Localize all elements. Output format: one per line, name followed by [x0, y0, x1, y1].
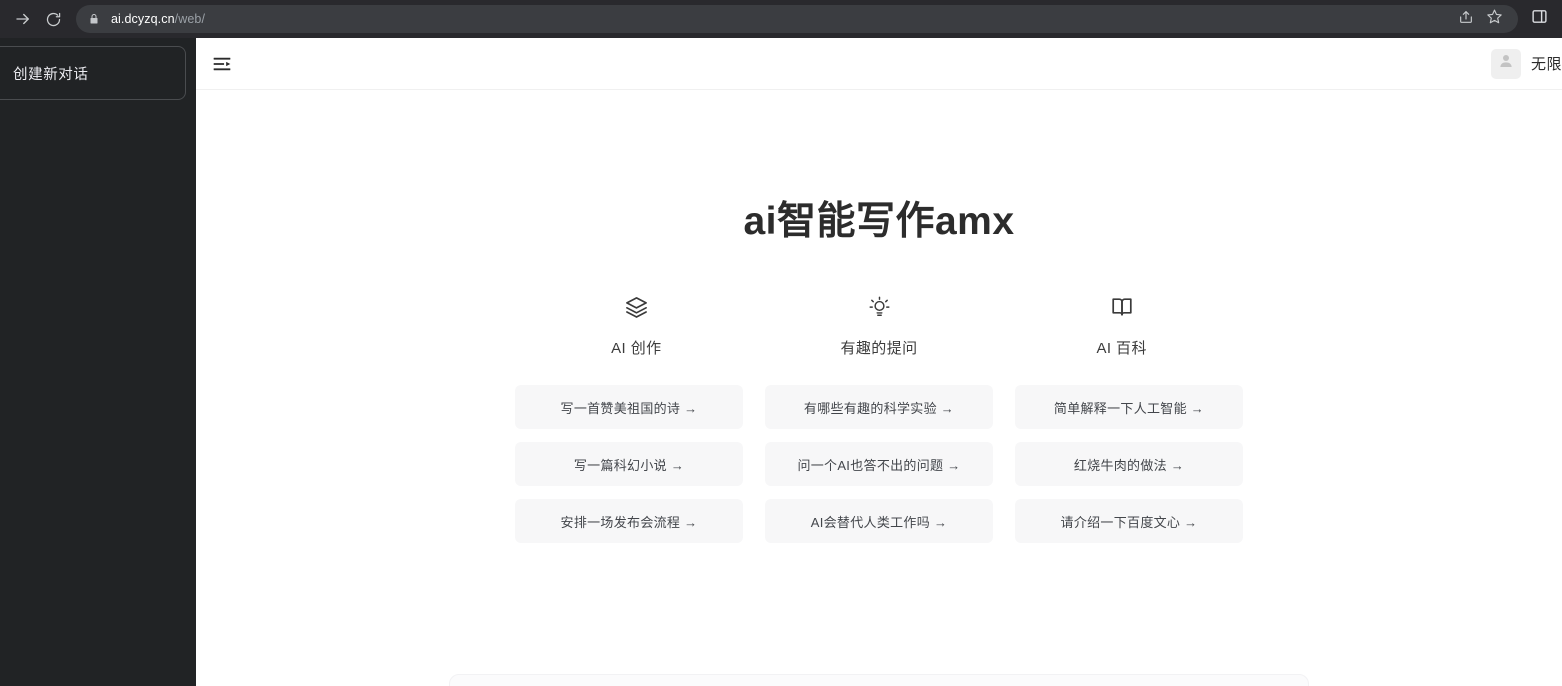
bookmark-button[interactable] — [1480, 5, 1508, 33]
sidebar: 创建新对话 — [0, 38, 196, 686]
user-avatar-icon — [1497, 52, 1515, 75]
forward-arrow-icon — [14, 10, 32, 28]
page-title: ai智能写作amx — [743, 200, 1015, 243]
forward-button[interactable] — [8, 4, 38, 34]
reload-button[interactable] — [38, 4, 68, 34]
layers-icon — [624, 293, 649, 321]
suggestion-grid: 写一首赞美祖国的诗 → 有哪些有趣的科学实验 → 简单解释一下人工智能 → 写一… — [515, 385, 1243, 543]
menu-fold-icon[interactable] — [210, 52, 234, 76]
reload-icon — [45, 11, 62, 28]
suggestion-card[interactable]: 简单解释一下人工智能 → — [1015, 385, 1243, 429]
suggestion-card[interactable]: 请介绍一下百度文心 → — [1015, 499, 1243, 543]
lock-icon — [86, 11, 102, 27]
side-panel-icon — [1531, 8, 1548, 30]
top-bar: 无限 — [196, 38, 1562, 90]
category-ai-creation[interactable]: AI 创作 — [515, 293, 758, 358]
omnibox-actions — [1446, 5, 1508, 33]
suggestion-card[interactable]: 红烧牛肉的做法 → — [1015, 442, 1243, 486]
suggestion-card[interactable]: 写一首赞美祖国的诗 → — [515, 385, 743, 429]
side-panel-button[interactable] — [1524, 4, 1554, 34]
main-area: 无限 ai智能写作amx AI 创作 — [196, 38, 1562, 686]
username-label: 无限 — [1530, 56, 1562, 73]
welcome-panel: ai智能写作amx AI 创作 — [196, 90, 1562, 543]
user-menu[interactable]: 无限 — [1490, 48, 1562, 79]
address-bar[interactable]: ai.dcyzq.cn/web/ — [76, 5, 1518, 33]
suggestion-card[interactable]: 有哪些有趣的科学实验 → — [765, 385, 993, 429]
suggestion-card[interactable]: 安排一场发布会流程 → — [515, 499, 743, 543]
lightbulb-icon — [867, 293, 892, 321]
url-text: ai.dcyzq.cn/web/ — [111, 12, 205, 26]
category-label: 有趣的提问 — [840, 340, 918, 357]
url-host: ai.dcyzq.cn — [111, 12, 175, 26]
category-row: AI 创作 — [515, 293, 1243, 358]
category-label: AI 百科 — [1096, 340, 1147, 357]
open-book-icon — [1110, 293, 1134, 321]
star-icon — [1486, 8, 1503, 30]
suggestion-card[interactable]: 写一篇科幻小说 → — [515, 442, 743, 486]
suggestion-card[interactable]: AI会替代人类工作吗 → — [765, 499, 993, 543]
share-icon — [1458, 9, 1474, 30]
avatar — [1490, 48, 1521, 79]
content-area: ai智能写作amx AI 创作 — [196, 90, 1562, 686]
new-chat-label: 创建新对话 — [13, 66, 89, 83]
message-composer[interactable] — [449, 674, 1309, 686]
category-ai-encyclopedia[interactable]: AI 百科 — [1000, 293, 1243, 358]
url-path: /web/ — [174, 12, 206, 26]
category-label: AI 创作 — [611, 340, 662, 357]
suggestion-card[interactable]: 问一个AI也答不出的问题 → — [765, 442, 993, 486]
share-button[interactable] — [1452, 5, 1480, 33]
category-fun-questions[interactable]: 有趣的提问 — [758, 293, 1001, 358]
app-shell: 创建新对话 — [0, 38, 1562, 686]
new-chat-button[interactable]: 创建新对话 — [0, 46, 186, 100]
browser-toolbar: ai.dcyzq.cn/web/ — [0, 0, 1562, 38]
